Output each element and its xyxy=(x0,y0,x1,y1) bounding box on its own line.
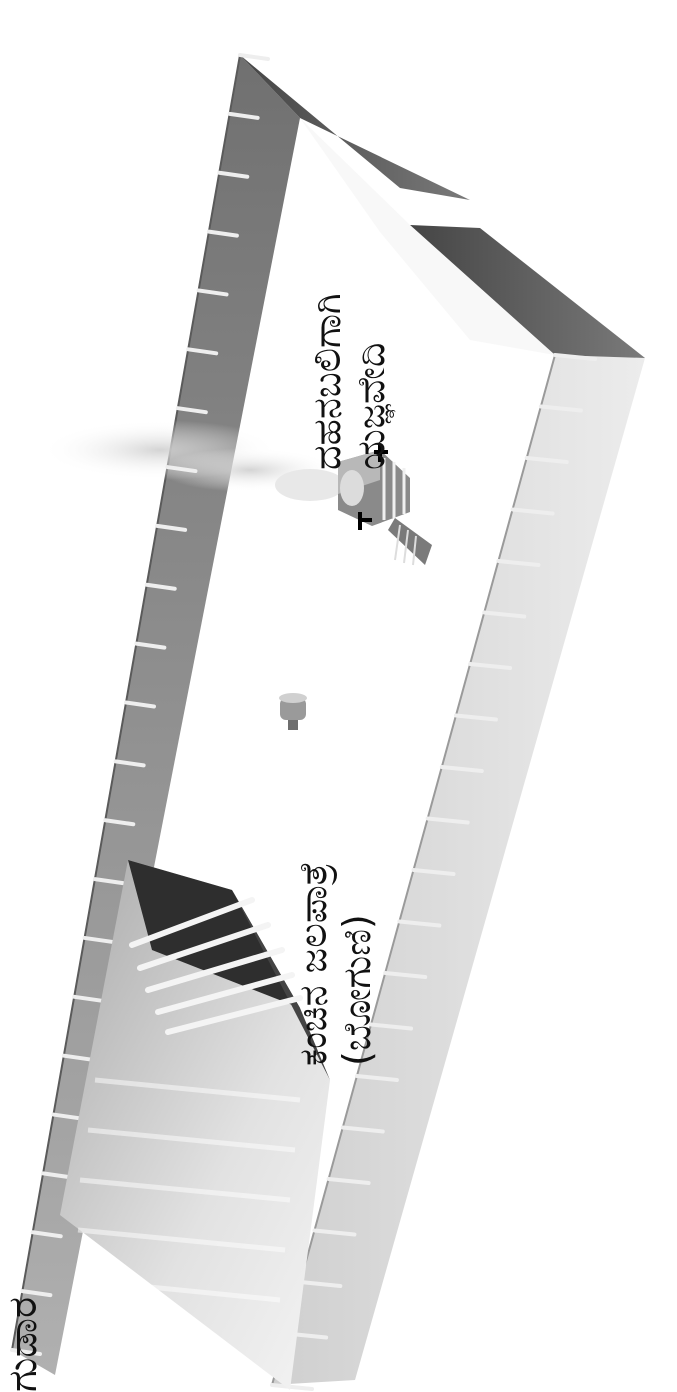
label-altar: ದಹನಬಲಿಗಾಗಿ ಯಜ್ಞವೇದಿ xyxy=(306,293,393,470)
courtyard-entrance-wall xyxy=(240,55,645,358)
bronze-laver xyxy=(279,693,307,730)
label-tent: ಗುಡಾರ xyxy=(0,1297,46,1392)
label-laver: ಕಂಚಿನ ಜಲಪಾತ್ರೆ (ಬೋಗುಣಿ) xyxy=(292,862,379,1066)
wall-post xyxy=(272,1385,312,1389)
wall-post xyxy=(240,55,268,59)
